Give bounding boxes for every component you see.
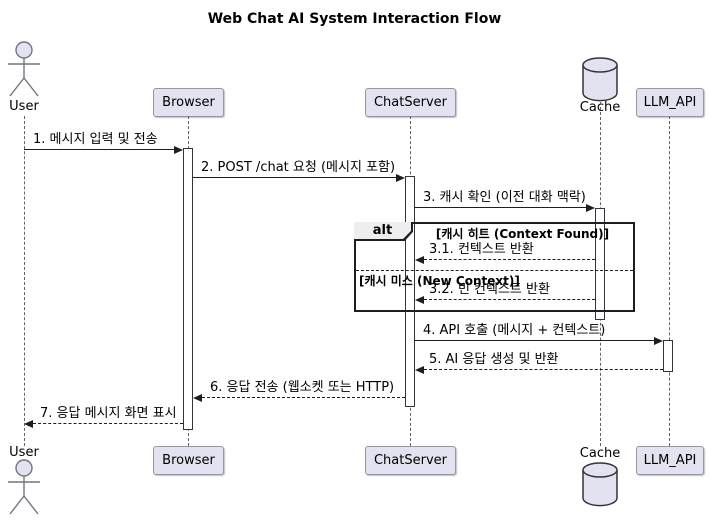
activation-browser — [183, 148, 193, 430]
database-cache-bottom-icon — [581, 461, 619, 508]
message-3-2-arrowhead — [415, 296, 424, 304]
message-7-line — [33, 423, 183, 424]
message-5-line — [424, 369, 663, 370]
alt-condition-miss: [캐시 미스 (New Context)] — [359, 274, 520, 288]
message-7-arrowhead — [24, 420, 33, 428]
message-3-2-label: 3.2. 빈 컨텍스트 반환 — [429, 282, 550, 297]
actor-user-bottom-icon — [2, 459, 46, 517]
participant-llm-api-top: LLM_API — [636, 88, 704, 117]
database-cache-top-icon — [581, 56, 619, 103]
message-4-line — [415, 340, 654, 341]
lifeline-llm-api — [669, 116, 670, 446]
alt-divider — [356, 270, 633, 271]
message-1-line — [24, 149, 174, 150]
participant-chatserver-bottom: ChatServer — [365, 446, 456, 475]
alt-operator-label: alt — [354, 222, 411, 239]
message-1-arrowhead — [174, 146, 183, 154]
message-2-arrowhead — [396, 174, 405, 182]
alt-frame: alt [캐시 히트 (Context Found)] [캐시 미스 (New … — [354, 222, 635, 312]
activation-chatserver — [405, 176, 415, 407]
message-3-line — [415, 207, 586, 208]
message-6-line — [202, 397, 405, 398]
actor-user-top-icon — [2, 41, 46, 99]
participant-cache-bottom-label: Cache — [579, 446, 621, 461]
participant-browser-bottom: Browser — [153, 446, 224, 475]
message-2-line — [193, 177, 396, 178]
alt-operator-tab: alt — [354, 222, 413, 241]
message-4-label: 4. API 호출 (메시지 + 컨텍스트) — [423, 323, 606, 338]
message-3-2-line — [424, 299, 595, 300]
message-5-label: 5. AI 응답 생성 및 반환 — [429, 352, 559, 367]
participant-user-bottom-label: User — [9, 445, 39, 460]
message-3-1-label: 3.1. 컨텍스트 반환 — [429, 242, 534, 257]
lifeline-user — [24, 116, 25, 446]
activation-cache — [595, 208, 605, 320]
message-3-label: 3. 캐시 확인 (이전 대화 맥락) — [423, 190, 586, 205]
message-4-arrowhead — [654, 337, 663, 345]
participant-user-top-label: User — [9, 99, 39, 114]
message-6-label: 6. 응답 전송 (웹소켓 또는 HTTP) — [210, 380, 395, 395]
participant-llm-api-bottom: LLM_API — [636, 446, 704, 475]
activation-llm-api — [663, 340, 673, 372]
message-7-label: 7. 응답 메시지 화면 표시 — [40, 406, 177, 421]
message-3-arrowhead — [586, 204, 595, 212]
message-3-1-line — [424, 259, 595, 260]
participant-chatserver-top: ChatServer — [365, 88, 456, 117]
message-2-label: 2. POST /chat 요청 (메시지 포함) — [201, 160, 396, 175]
message-3-1-arrowhead — [415, 256, 424, 264]
message-6-arrowhead — [193, 394, 202, 402]
participant-browser-top: Browser — [153, 88, 224, 117]
message-5-arrowhead — [415, 366, 424, 374]
diagram-title: Web Chat AI System Interaction Flow — [207, 11, 502, 27]
alt-condition-found: [캐시 히트 (Context Found)] — [435, 227, 610, 241]
message-1-label: 1. 메시지 입력 및 전송 — [33, 132, 158, 147]
